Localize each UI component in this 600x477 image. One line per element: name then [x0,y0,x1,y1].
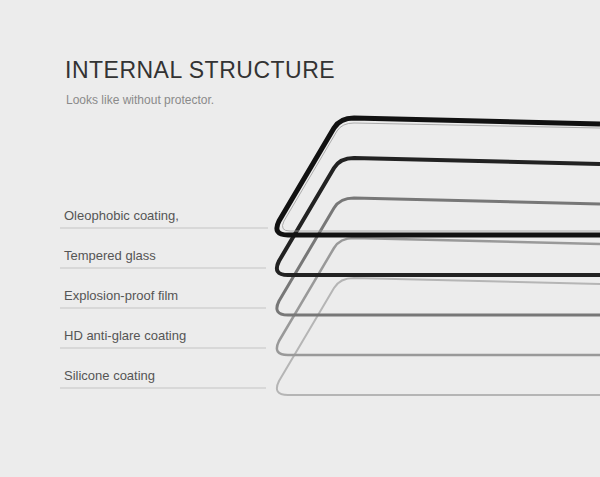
leader-line [60,228,268,229]
leader-line [60,268,266,269]
layer-label: Tempered glass [64,248,156,264]
oleophobic-layer [277,118,600,235]
layer-label: Explosion-proof film [64,288,178,304]
leader-line [60,388,266,389]
layer-label: Silicone coating [64,368,155,384]
leader-line [60,348,266,349]
subtitle: Looks like without protector. [66,93,214,107]
glass-layer [277,158,600,275]
anti-glare-layer [277,238,600,355]
layer-label: Oleophobic coating, [64,208,179,224]
page-title: INTERNAL STRUCTURE [65,57,335,84]
layer-label: HD anti-glare coating [64,328,186,344]
silicone-layer [277,278,600,395]
film-layer [277,198,600,315]
oleophobic-layer-edge [282,123,600,231]
leader-line [60,308,266,309]
